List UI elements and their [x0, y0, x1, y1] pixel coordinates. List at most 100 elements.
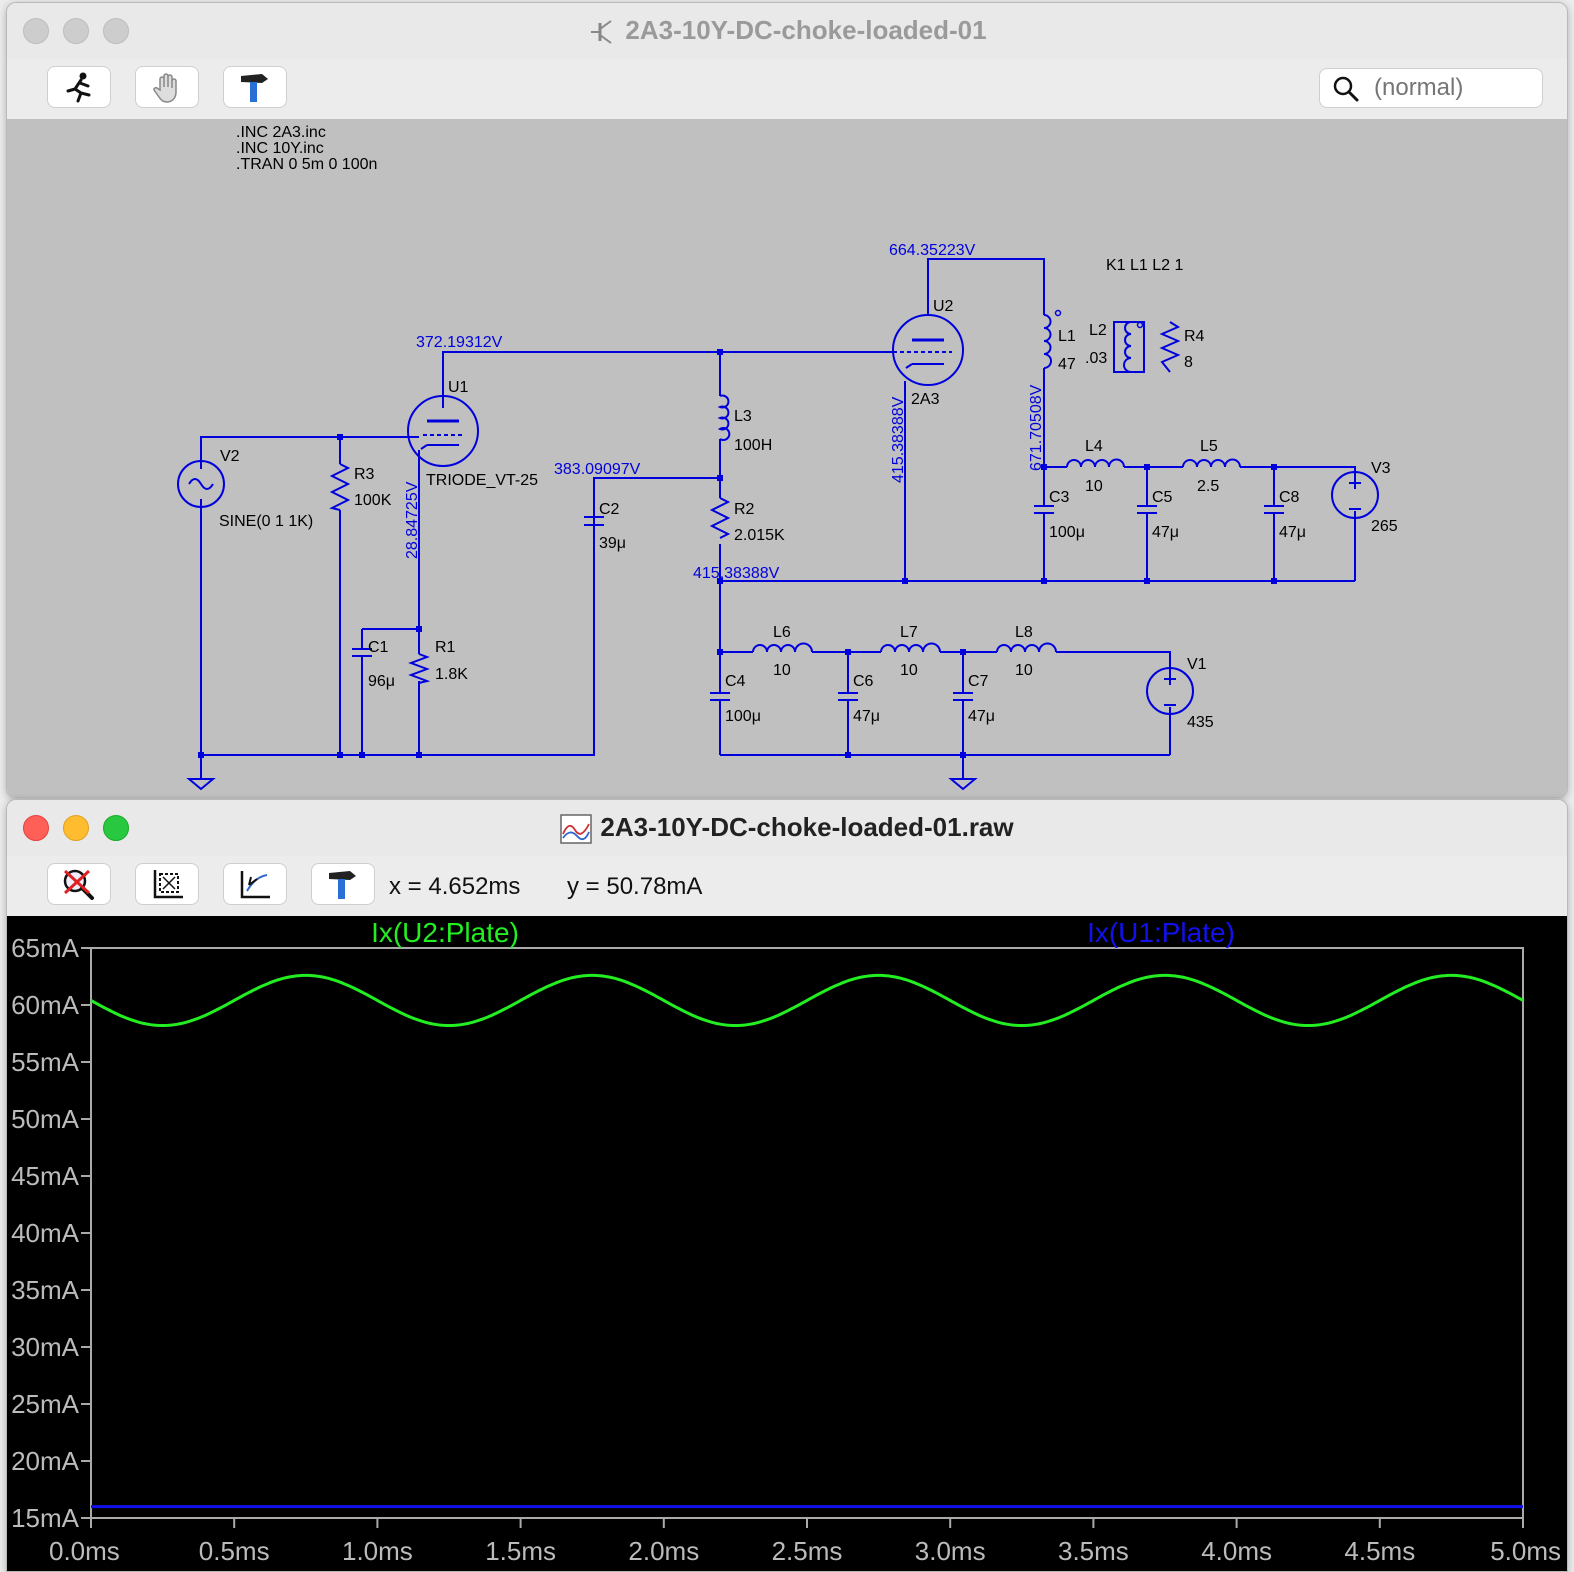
legend-u2-plate[interactable]: Ix(U2:Plate): [371, 917, 519, 948]
v3-source[interactable]: [1331, 471, 1379, 519]
l1-inductor[interactable]: [1043, 314, 1052, 369]
schematic-title: 2A3-10Y-DC-choke-loaded-01: [7, 15, 1567, 47]
junctions: [198, 349, 1277, 758]
r2-resistor[interactable]: [709, 497, 731, 539]
y-tick-label: 50mA: [11, 1104, 80, 1134]
cursor-x-readout: x = 4.652ms: [389, 873, 521, 900]
x-tick-label: 4.0ms: [1201, 1536, 1272, 1566]
c3-capacitor[interactable]: [1034, 505, 1054, 529]
schematic-titlebar: 2A3-10Y-DC-choke-loaded-01: [7, 3, 1567, 60]
settings-button[interactable]: [311, 863, 375, 905]
c2-label: C2: [599, 501, 620, 518]
zoom-back-button[interactable]: [223, 863, 287, 905]
c1-capacitor[interactable]: [352, 648, 372, 675]
cursor-y-readout: y = 50.78mA: [567, 873, 703, 900]
c6-label: C6: [853, 673, 874, 690]
c3-value: 100μ: [1049, 524, 1085, 541]
l3-label: L3: [734, 408, 752, 425]
settings-button[interactable]: [223, 66, 287, 108]
voltage-u2-cathode: 415.38388V: [890, 396, 907, 483]
v2-source[interactable]: [177, 460, 225, 508]
r4-value: 8: [1184, 354, 1193, 371]
plot-frame: [90, 947, 1524, 1519]
c5-capacitor[interactable]: [1137, 505, 1157, 529]
zoom-button[interactable]: [103, 815, 129, 841]
l8-value: 10: [1015, 662, 1033, 679]
l4-inductor[interactable]: [1066, 458, 1125, 468]
r3-resistor[interactable]: [329, 463, 351, 511]
r2-value: 2.015K: [734, 527, 785, 544]
r4-resistor[interactable]: [1159, 321, 1181, 373]
u1-value: TRIODE_VT-25: [426, 472, 538, 489]
l2-inductor[interactable]: [1123, 321, 1132, 373]
search-box[interactable]: [1319, 68, 1543, 108]
ground-symbol-right: [948, 778, 978, 791]
l5-value: 2.5: [1197, 478, 1219, 495]
zoom-cancel-icon: [63, 869, 94, 900]
ground-symbol-left: [186, 778, 216, 791]
waveform-window: 2A3-10Y-DC-choke-loaded-01.raw: [6, 799, 1568, 1572]
wire-cathode-bus: [720, 381, 1355, 582]
c7-label: C7: [968, 673, 989, 690]
l5-inductor[interactable]: [1182, 458, 1241, 468]
x-tick-label: 0.0ms: [49, 1536, 120, 1566]
u2-triode[interactable]: [892, 314, 964, 386]
u1-triode[interactable]: [407, 395, 479, 467]
c4-capacitor[interactable]: [710, 685, 730, 709]
wires: [200, 258, 1356, 779]
minimize-button[interactable]: [63, 815, 89, 841]
schematic-toolbar: [7, 59, 1567, 119]
v3-label: V3: [1371, 460, 1391, 477]
run-button[interactable]: [47, 66, 111, 108]
l4-value: 10: [1085, 478, 1103, 495]
c7-capacitor[interactable]: [953, 685, 973, 709]
schematic-canvas[interactable]: .INC 2A3.inc .INC 10Y.inc .TRAN 0 5m 0 1…: [7, 119, 1567, 797]
zoom-button[interactable]: [103, 18, 129, 44]
wire-ground-c2: [201, 477, 720, 756]
c2-capacitor[interactable]: [584, 516, 604, 533]
y-tick-label: 45mA: [11, 1161, 80, 1191]
c6-value: 47μ: [853, 708, 880, 725]
l6-inductor[interactable]: [752, 642, 813, 653]
c5-label: C5: [1152, 489, 1173, 506]
c4-label: C4: [725, 673, 746, 690]
close-button[interactable]: [23, 815, 49, 841]
l1-dot: [1054, 309, 1062, 317]
minimize-button[interactable]: [63, 18, 89, 44]
waveform-plot: 65mA60mA55mA50mA45mA40mA35mA30mA25mA20mA…: [11, 917, 1561, 1566]
run-icon: [66, 72, 91, 103]
directive-inc-2a3: .INC 2A3.inc: [236, 124, 326, 141]
l3-inductor[interactable]: [717, 394, 731, 441]
r1-resistor[interactable]: [408, 653, 431, 684]
r2-label: R2: [734, 501, 755, 518]
r4-label: R4: [1184, 328, 1205, 345]
wire-ground-stems: [200, 755, 964, 779]
x-tick-label: 1.5ms: [485, 1536, 556, 1566]
transistor-icon: [591, 20, 612, 44]
autorange-icon: [153, 870, 183, 899]
zoom-back-icon: [240, 871, 270, 899]
v1-source[interactable]: [1146, 667, 1194, 715]
l7-value: 10: [900, 662, 918, 679]
y-tick-label: 60mA: [11, 990, 80, 1020]
zoom-cancel-button[interactable]: [47, 863, 111, 905]
legend-u1-plate[interactable]: Ix(U1:Plate): [1087, 917, 1235, 948]
close-button[interactable]: [23, 18, 49, 44]
c1-label: C1: [368, 639, 389, 656]
y-tick-label: 15mA: [11, 1503, 80, 1533]
halt-button[interactable]: [135, 66, 199, 108]
y-tick-label: 25mA: [11, 1389, 80, 1419]
x-tick-label: 4.5ms: [1344, 1536, 1415, 1566]
c6-capacitor[interactable]: [838, 685, 858, 709]
series-line-u2-plate: [90, 973, 1524, 1027]
u1-label: U1: [448, 379, 469, 396]
l8-label: L8: [1015, 624, 1033, 641]
r3-label: R3: [354, 466, 375, 483]
y-tick-label: 35mA: [11, 1275, 80, 1305]
l8-inductor[interactable]: [996, 642, 1057, 653]
l7-inductor[interactable]: [880, 642, 941, 653]
c8-capacitor[interactable]: [1264, 505, 1284, 529]
autorange-button[interactable]: [135, 863, 199, 905]
search-input[interactable]: [1372, 73, 1536, 103]
